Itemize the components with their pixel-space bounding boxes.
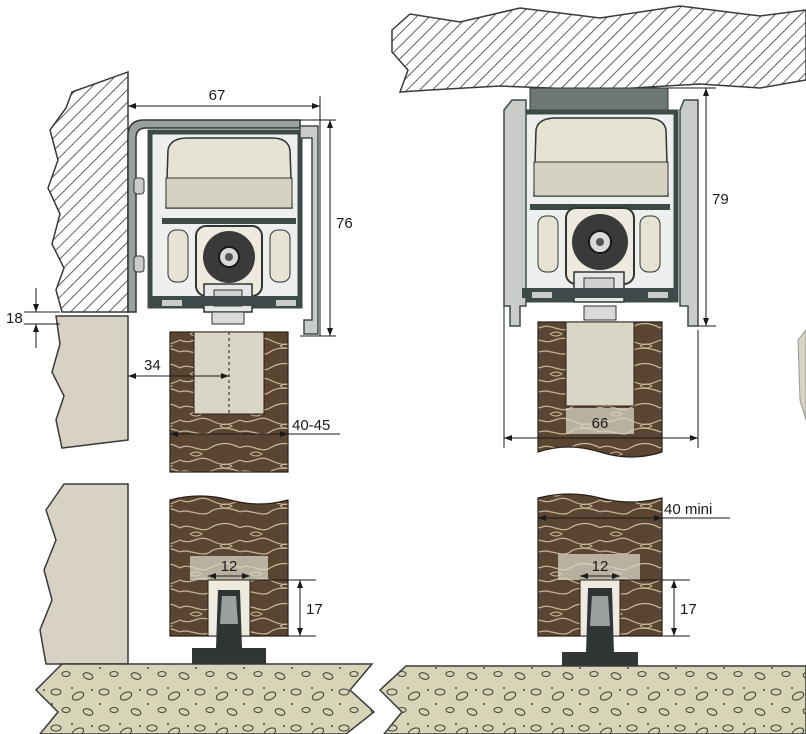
- side-roller: [167, 229, 189, 283]
- floor-guide-base-right: [562, 652, 638, 666]
- dim-width-66: 66: [592, 415, 609, 432]
- profile-end-right: [299, 125, 319, 335]
- profile-bottom-lip: [522, 288, 674, 298]
- profile-end-right-r: [679, 99, 699, 327]
- dim-gap-18: 18: [6, 310, 23, 327]
- left-view: 67 76 18 34 40-45 12 17: [6, 70, 376, 734]
- side-roller: [537, 215, 559, 273]
- wall-bracket-tab: [133, 177, 145, 195]
- dim-groove-width-12-left: 12: [221, 558, 238, 575]
- wall-plain-left-lower: [39, 483, 129, 665]
- profile-bottom-lip: [152, 296, 300, 306]
- door-pocket-right: [565, 321, 635, 407]
- wall-hatched-left: [47, 70, 129, 313]
- dim-groove-width-12-right: 12: [592, 558, 609, 575]
- dim-groove-depth-17-left: 17: [306, 601, 323, 618]
- dim-door-thickness-40-mini: 40 mini: [664, 501, 712, 518]
- dim-door-thickness-40-45: 40-45: [292, 417, 330, 434]
- side-roller: [639, 215, 661, 273]
- dim-width-67: 67: [209, 87, 226, 104]
- wall-plain-left: [51, 315, 129, 449]
- wall-bracket-tab: [133, 255, 145, 273]
- hanger-bolt: [583, 305, 617, 321]
- edge-fragment: [797, 329, 806, 421]
- side-roller: [269, 229, 291, 283]
- dim-height-79: 79: [712, 191, 729, 208]
- profile-end-left: [503, 99, 527, 327]
- dim-groove-depth-17-right: 17: [680, 601, 697, 618]
- floor-guide-base-left: [192, 648, 266, 664]
- right-view: 79 66 40 mini 12 17: [378, 5, 806, 734]
- floor-left: [34, 663, 376, 734]
- hanger-bolt: [211, 311, 245, 325]
- ceiling-mount-plate: [529, 87, 669, 111]
- ceiling-hatched: [391, 5, 806, 93]
- floor-right: [378, 665, 806, 734]
- dim-height-76: 76: [336, 215, 353, 232]
- dim-offset-34: 34: [144, 357, 161, 374]
- width-label-bg: [566, 408, 634, 434]
